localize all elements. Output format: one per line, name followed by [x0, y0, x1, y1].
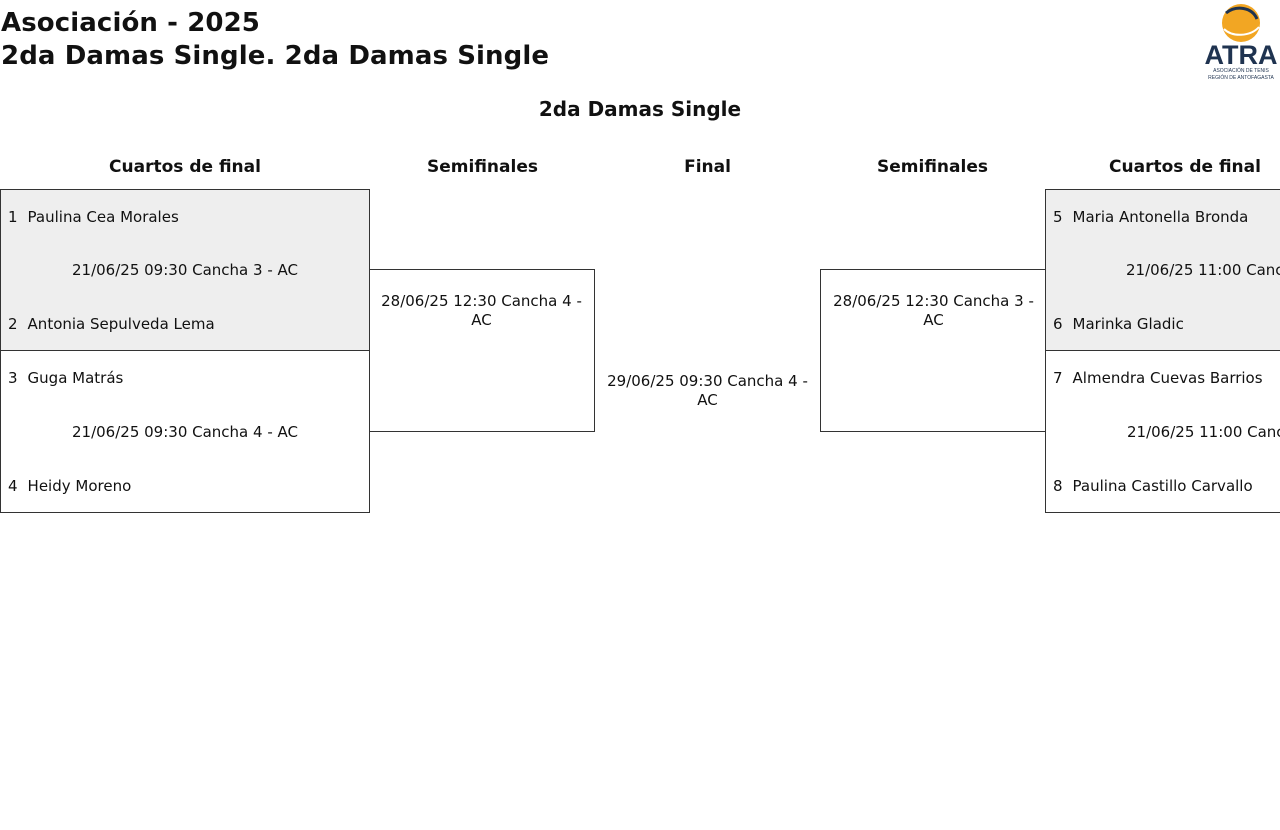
match-sf-right[interactable]: 28/06/25 12:30 Cancha 3 - AC [820, 269, 1046, 432]
player-name: Almendra Cuevas Barrios [1072, 369, 1263, 387]
seed-number: 8 [1053, 477, 1063, 495]
match-schedule: 21/06/25 09:30 Cancha 3 - AC [72, 261, 298, 279]
player-slot: 1 Paulina Cea Morales [8, 208, 179, 226]
category-title: 2da Damas Single. 2da Damas Single [1, 41, 550, 71]
player-name: Guga Matrás [27, 369, 124, 387]
match-qf2[interactable]: 3 Guga Matrás 21/06/25 09:30 Cancha 4 - A… [0, 350, 370, 513]
round-header-left-semis: Semifinales [427, 157, 538, 177]
seed-number: 2 [8, 315, 18, 333]
player-name: Paulina Cea Morales [27, 208, 179, 226]
player-name: Heidy Moreno [27, 477, 132, 495]
seed-number: 3 [8, 369, 18, 387]
seed-number: 6 [1053, 315, 1063, 333]
match-qf4[interactable]: 7 Almendra Cuevas Barrios 21/06/25 11:00 … [1045, 350, 1280, 513]
match-schedule: 21/06/25 09:30 Cancha 4 - AC [72, 423, 298, 441]
player-name: Marinka Gladic [1072, 315, 1184, 333]
seed-number: 1 [8, 208, 18, 226]
svg-text:ATRA: ATRA [1205, 40, 1278, 70]
seed-number: 5 [1053, 208, 1063, 226]
round-header-right-quarters: Cuartos de final [1109, 157, 1261, 177]
svg-text:REGIÓN DE ANTOFAGASTA: REGIÓN DE ANTOFAGASTA [1208, 74, 1274, 81]
atra-logo: ATRA ASOCIACIÓN DE TENIS REGIÓN DE ANTOF… [1202, 1, 1280, 83]
player-slot: 5 Maria Antonella Bronda [1053, 208, 1248, 226]
match-schedule: 28/06/25 12:30 Cancha 4 - AC [381, 292, 582, 329]
player-name: Antonia Sepulveda Lema [27, 315, 215, 333]
player-slot: 7 Almendra Cuevas Barrios [1053, 369, 1263, 387]
final-schedule: 29/06/25 09:30 Cancha 4 - AC [607, 372, 808, 409]
seed-number: 4 [8, 477, 18, 495]
match-sf-left[interactable]: 28/06/25 12:30 Cancha 4 - AC [369, 269, 595, 432]
match-qf1[interactable]: 1 Paulina Cea Morales 21/06/25 09:30 Canc… [0, 189, 370, 351]
player-slot: 8 Paulina Castillo Carvallo [1053, 477, 1253, 495]
player-name: Paulina Castillo Carvallo [1072, 477, 1253, 495]
association-title: Asociación - 2025 [1, 8, 260, 38]
match-schedule: 28/06/25 12:30 Cancha 3 - AC [833, 292, 1034, 329]
round-header-final: Final [684, 157, 731, 177]
round-header-right-semis: Semifinales [877, 157, 988, 177]
player-slot: 2 Antonia Sepulveda Lema [8, 315, 215, 333]
match-schedule: 21/06/25 11:00 Cancha [1127, 423, 1280, 441]
player-slot: 3 Guga Matrás [8, 369, 123, 387]
seed-number: 7 [1053, 369, 1063, 387]
player-slot: 4 Heidy Moreno [8, 477, 131, 495]
match-schedule: 21/06/25 11:00 Cancha [1126, 261, 1280, 279]
player-name: Maria Antonella Bronda [1072, 208, 1249, 226]
right-quarters-column: 5 Maria Antonella Bronda 21/06/25 11:00 C… [1045, 189, 1280, 513]
svg-text:ASOCIACIÓN DE TENIS: ASOCIACIÓN DE TENIS [1213, 67, 1269, 74]
bracket-title: 2da Damas Single [538, 97, 742, 121]
player-slot: 6 Marinka Gladic [1053, 315, 1184, 333]
round-header-left-quarters: Cuartos de final [109, 157, 261, 177]
match-qf3[interactable]: 5 Maria Antonella Bronda 21/06/25 11:00 C… [1045, 189, 1280, 351]
